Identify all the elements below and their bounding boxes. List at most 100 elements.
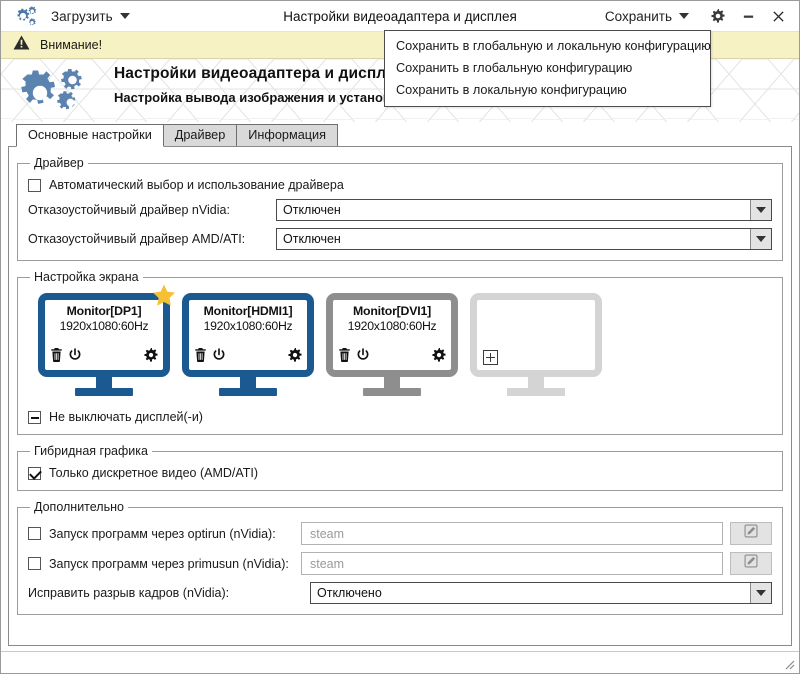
load-menu-button[interactable]: Загрузить (51, 9, 130, 24)
tab-content-panel: Драйвер Автоматический выбор и использов… (8, 146, 792, 646)
tearfree-row: Исправить разрыв кадров (nVidia): Отключ… (28, 582, 772, 604)
chevron-down-icon[interactable] (750, 229, 771, 249)
monitor-name: Monitor[HDMI1] (203, 304, 293, 318)
tearfree-value: Отключено (317, 586, 382, 600)
banner-gears-logo-icon (19, 66, 99, 120)
app-logo-gears-icon (11, 5, 37, 27)
trash-icon[interactable] (338, 348, 351, 367)
auto-driver-checkbox[interactable] (28, 178, 41, 192)
warning-text: Внимание! (40, 38, 103, 52)
amd-driver-select[interactable]: Отключен (276, 228, 772, 250)
trash-icon[interactable] (50, 348, 63, 367)
optirun-placeholder: steam (310, 526, 345, 541)
monitor-neck (240, 377, 256, 388)
auto-driver-label: Автоматический выбор и использование дра… (49, 178, 344, 192)
gear-icon[interactable] (288, 348, 302, 367)
optirun-edit-button[interactable] (730, 522, 772, 545)
primusun-input[interactable]: steam (301, 552, 723, 575)
power-icon[interactable] (212, 348, 226, 367)
nvidia-driver-label: Отказоустойчивый драйвер nVidia: (28, 203, 230, 217)
monitor-card[interactable]: Monitor[DP1] 1920x1080:60Hz (38, 284, 175, 396)
gear-icon[interactable] (432, 348, 446, 367)
optirun-label: Запуск программ через optirun (nVidia): (49, 526, 276, 541)
chevron-down-icon[interactable] (750, 200, 771, 220)
pencil-edit-icon (744, 524, 758, 543)
menu-item-save-global-and-local[interactable]: Сохранить в глобальную и локальную конфи… (396, 39, 711, 53)
monitor-bezel (470, 293, 602, 377)
save-menu-label: Сохранить (604, 8, 672, 24)
driver-group: Драйвер Автоматический выбор и использов… (17, 156, 783, 261)
star-icon (151, 283, 177, 309)
keep-display-on-row[interactable]: Не выключать дисплей(-и) (28, 410, 772, 424)
banner-heading: Настройки видеоадаптера и дисплея (114, 65, 404, 82)
discrete-video-label: Только дискретное видео (AMD/ATI) (49, 466, 259, 480)
tab-information[interactable]: Информация (236, 124, 338, 147)
monitor-base (219, 388, 277, 396)
amd-driver-label: Отказоустойчивый драйвер AMD/ATI: (28, 232, 246, 246)
save-dropdown-menu: Сохранить в глобальную и локальную конфи… (384, 30, 711, 107)
extra-group: Дополнительно Запуск программ через opti… (17, 500, 783, 615)
menu-item-save-local[interactable]: Сохранить в локальную конфигурацию (396, 83, 627, 97)
save-menu-button[interactable]: Сохранить (605, 9, 689, 24)
resize-grip-icon[interactable] (781, 656, 795, 670)
tab-label: Основные настройки (28, 128, 152, 142)
driver-group-legend: Драйвер (34, 156, 84, 170)
monitor-card[interactable]: Monitor[DVI1] 1920x1080:60Hz (326, 293, 458, 396)
screen-setup-legend: Настройка экрана (34, 270, 139, 284)
optirun-row: Запуск программ через optirun (nVidia): … (28, 522, 772, 545)
chevron-down-icon[interactable] (750, 583, 771, 603)
primusun-edit-button[interactable] (730, 552, 772, 575)
primusun-row: Запуск программ через primusun (nVidia):… (28, 552, 772, 575)
monitor-name: Monitor[DP1] (66, 304, 142, 318)
tab-label: Драйвер (174, 128, 226, 142)
tab-main-settings[interactable]: Основные настройки (16, 124, 164, 147)
gear-icon[interactable] (144, 348, 158, 367)
monitor-bezel: Monitor[DP1] 1920x1080:60Hz (38, 293, 170, 377)
nvidia-driver-value: Отключен (283, 203, 341, 217)
nvidia-driver-row: Отказоустойчивый драйвер nVidia: Отключе… (28, 199, 772, 221)
close-icon[interactable] (763, 1, 793, 31)
chevron-down-icon (119, 13, 130, 19)
primusun-label: Запуск программ через primusun (nVidia): (49, 556, 289, 571)
monitor-bezel: Monitor[DVI1] 1920x1080:60Hz (326, 293, 458, 377)
warning-triangle-icon (13, 35, 30, 55)
trash-icon[interactable] (194, 348, 207, 367)
nvidia-driver-select[interactable]: Отключен (276, 199, 772, 221)
title-bar: Загрузить Настройки видеоадаптера и дисп… (1, 1, 799, 32)
keep-display-on-label: Не выключать дисплей(-и) (49, 410, 203, 424)
titlebar-right-controls: Сохранить (605, 1, 799, 31)
monitor-name: Monitor[DVI1] (352, 304, 431, 318)
primusun-checkbox[interactable] (28, 557, 41, 570)
auto-driver-row[interactable]: Автоматический выбор и использование дра… (28, 178, 772, 192)
tearfree-select[interactable]: Отключено (310, 582, 772, 604)
chevron-down-icon (679, 13, 689, 19)
status-bar (1, 651, 799, 673)
monitor-resolution: 1920x1080:60Hz (59, 319, 149, 333)
power-icon[interactable] (68, 348, 82, 367)
discrete-video-checkbox[interactable] (28, 466, 41, 480)
keep-display-on-checkbox[interactable] (28, 410, 41, 424)
minimize-icon[interactable] (733, 1, 763, 31)
load-menu-label: Загрузить (51, 8, 113, 24)
tab-bar: Основные настройки Драйвер Информация (1, 124, 799, 147)
monitor-card[interactable]: Monitor[HDMI1] 1920x1080:60Hz (182, 293, 314, 396)
discrete-video-row[interactable]: Только дискретное видео (AMD/ATI) (28, 466, 772, 480)
settings-gear-icon[interactable] (703, 1, 733, 31)
extra-group-legend: Дополнительно (34, 500, 124, 514)
plus-icon[interactable] (483, 350, 498, 365)
power-icon[interactable] (356, 348, 370, 367)
optirun-input[interactable]: steam (301, 522, 723, 545)
monitor-base (75, 388, 133, 396)
tab-label: Информация (248, 128, 326, 142)
tearfree-label: Исправить разрыв кадров (nVidia): (28, 586, 230, 600)
tab-driver[interactable]: Драйвер (162, 124, 238, 147)
amd-driver-value: Отключен (283, 232, 341, 246)
optirun-checkbox[interactable] (28, 527, 41, 540)
menu-item-save-global[interactable]: Сохранить в глобальную конфигурацию (396, 61, 633, 75)
hybrid-graphics-legend: Гибридная графика (34, 444, 148, 458)
hybrid-graphics-group: Гибридная графика Только дискретное виде… (17, 444, 783, 491)
screen-setup-group: Настройка экрана Monitor[DP1] 1920x1080:… (17, 270, 783, 435)
primusun-placeholder: steam (310, 556, 345, 571)
add-monitor-card[interactable] (470, 293, 602, 396)
amd-driver-row: Отказоустойчивый драйвер AMD/ATI: Отключ… (28, 228, 772, 250)
